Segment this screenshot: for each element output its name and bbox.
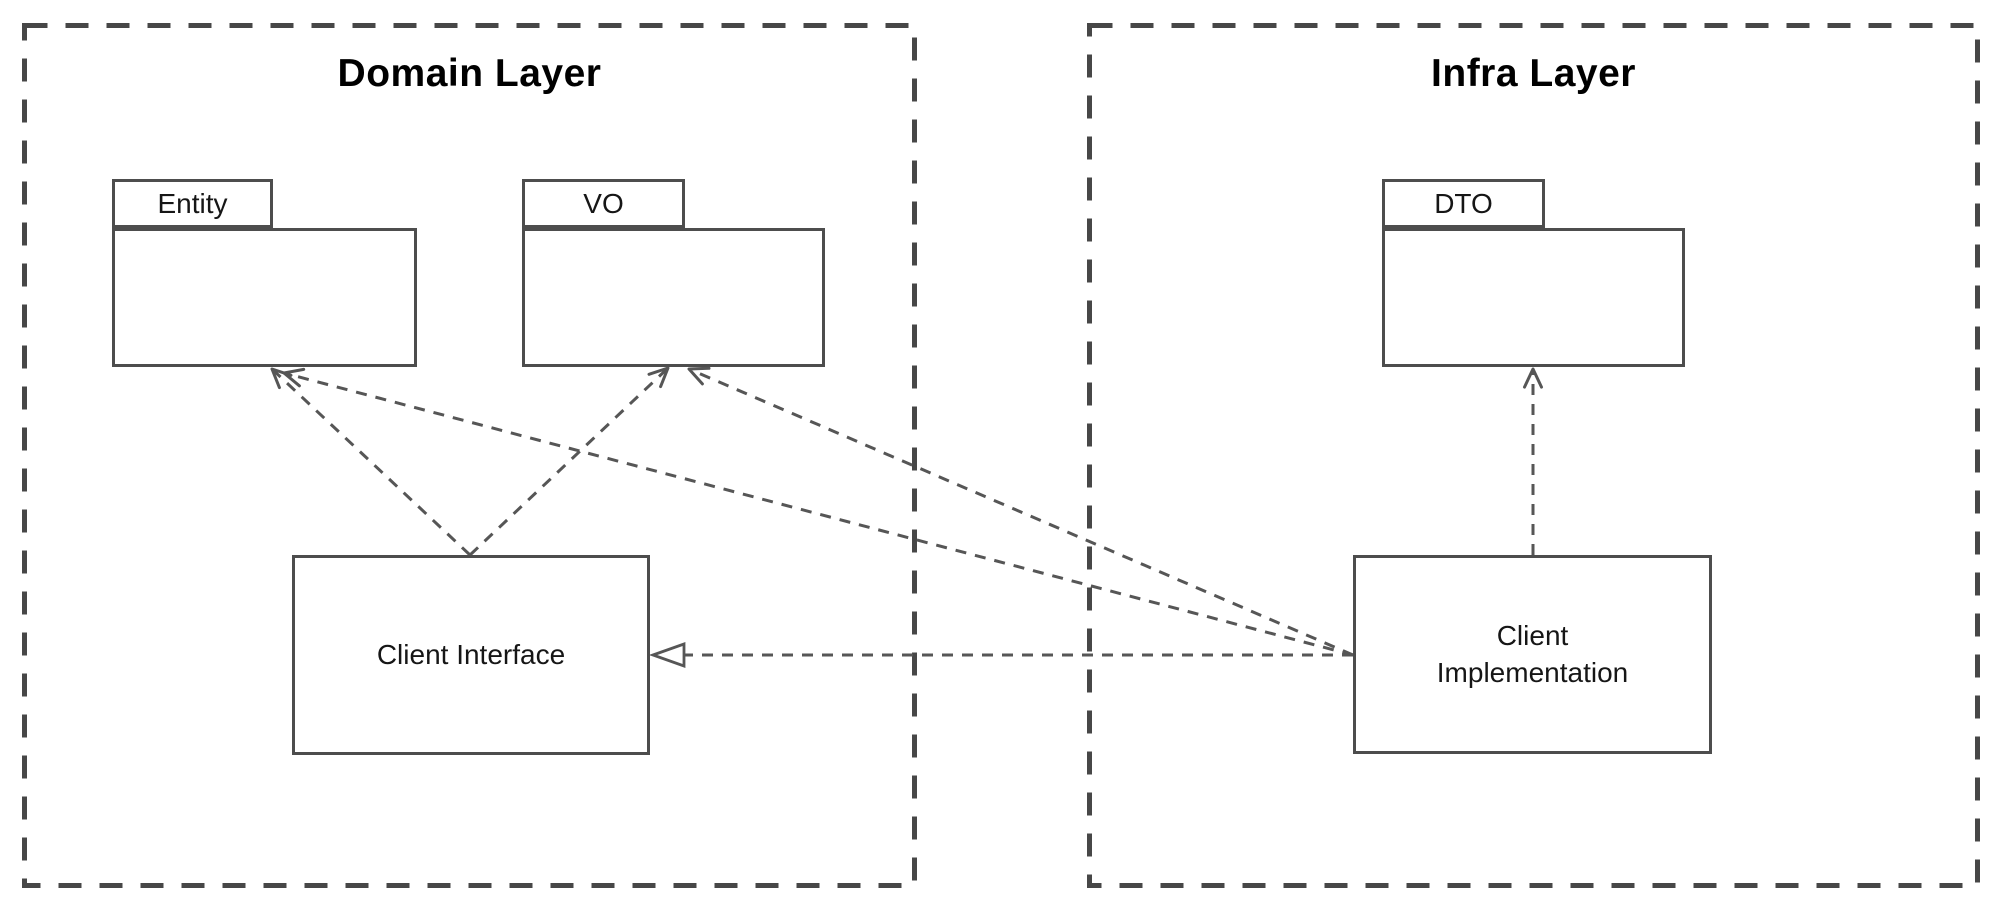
entity-package-body — [112, 228, 417, 367]
edge-client-implementation-to-vo — [688, 367, 1354, 657]
infra-layer-container — [1087, 23, 1980, 888]
vo-package-label: VO — [583, 187, 624, 219]
client-implementation-box: Client Implementation — [1353, 555, 1712, 754]
entity-package-tab: Entity — [112, 179, 273, 228]
open-arrowhead-vo-from-interface — [647, 366, 670, 389]
client-implementation-label: Client Implementation — [1436, 620, 1629, 688]
edge-client-interface-to-vo — [468, 366, 670, 557]
open-arrowhead-entity-from-implementation — [282, 367, 306, 388]
infra-layer-title: Infra Layer — [1431, 52, 1636, 95]
client-interface-label: Client Interface — [376, 638, 566, 670]
open-arrowhead-dto — [1523, 367, 1543, 389]
edge-client-implementation-to-entity — [283, 371, 1354, 657]
dto-package-body — [1382, 228, 1685, 367]
edge-client-interface-to-entity — [270, 367, 472, 557]
vo-package-body — [522, 228, 825, 367]
hollow-triangle-arrowhead-client-interface — [648, 642, 686, 668]
domain-layer-container — [22, 23, 917, 888]
open-arrowhead-vo-from-implementation — [687, 366, 711, 386]
domain-layer-title: Domain Layer — [337, 52, 602, 95]
client-interface-box: Client Interface — [292, 555, 650, 755]
entity-package-label: Entity — [157, 187, 228, 219]
vo-package-tab: VO — [522, 179, 685, 228]
dto-package-tab: DTO — [1382, 179, 1545, 228]
dto-package-label: DTO — [1434, 187, 1493, 219]
